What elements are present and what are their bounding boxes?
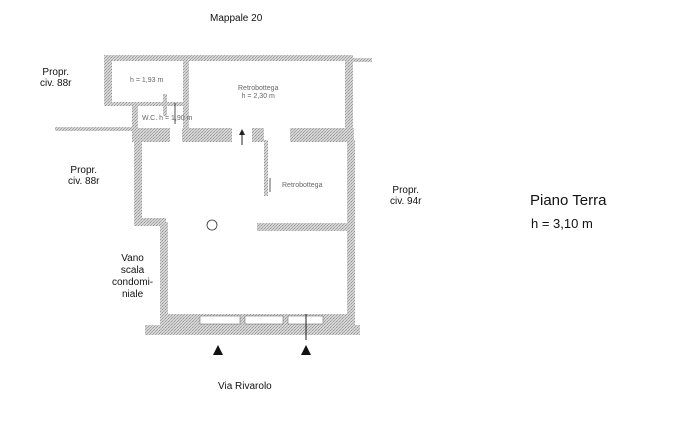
- bottom-street-label: Via Rivarolo: [218, 381, 272, 392]
- left-notch: [134, 218, 166, 226]
- small-room-height: h = 1,93 m: [130, 77, 164, 84]
- lower-left-wall-upper: [134, 140, 142, 223]
- entrance-arrow-right: [301, 345, 311, 355]
- floor-title: Piano Terra: [530, 192, 607, 209]
- small-room-bottom: [104, 102, 184, 106]
- wc-label: W.C. h = 1,90 m: [142, 115, 192, 123]
- wc-height: h = 1,90 m: [159, 115, 193, 122]
- neighbor-left-line2: civ. 88r: [68, 176, 100, 187]
- lower-left-wall: [160, 222, 168, 330]
- neighbor-right-line1: Propr.: [392, 185, 420, 196]
- stair-line2: scala: [120, 265, 145, 276]
- mid-room-label: Retrobottega: [282, 182, 323, 189]
- column-circle: [206, 219, 218, 231]
- front-window-1: [199, 315, 241, 325]
- stair-label: Vano scala condomi- niale: [112, 253, 153, 301]
- lower-right-wall-upper: [347, 140, 355, 230]
- upper-wall-right: [345, 55, 353, 135]
- middle-wall-a: [132, 128, 170, 142]
- upper-wall-top: [110, 55, 350, 61]
- neighbor-right-line2: civ. 94r: [390, 196, 422, 207]
- wc-wall-left: [132, 102, 138, 134]
- boundary-wall-top-left: [55, 127, 135, 131]
- neighbor-top-left-line2: civ. 88r: [40, 78, 72, 89]
- top-parcel-label: Mappale 20: [210, 13, 263, 24]
- upper-wall-divider: [183, 55, 189, 133]
- right-notch: [257, 223, 355, 231]
- entrance-arrow-left: [213, 345, 223, 355]
- floor-height: h = 3,10 m: [531, 216, 593, 231]
- stair-line4: niale: [122, 289, 144, 300]
- neighbor-left-line1: Propr.: [70, 165, 98, 176]
- lower-right-wall: [347, 225, 355, 330]
- upper-wall-left: [104, 55, 112, 105]
- middle-wall-d: [290, 128, 354, 142]
- street-front-wall: [145, 325, 360, 335]
- partition-wall: [264, 140, 268, 196]
- door-arrow-up: [239, 129, 245, 135]
- wc-name: W.C.: [142, 115, 158, 122]
- front-window-2: [244, 315, 284, 325]
- stair-line1: Vano: [121, 253, 144, 264]
- retro-name: Retrobottega: [238, 85, 279, 92]
- neighbor-left-label: Propr. civ. 88r: [68, 165, 100, 187]
- boundary-wall-top-right: [350, 58, 372, 62]
- wc-wall-mid: [163, 94, 167, 116]
- neighbor-right-label: Propr. civ. 94r: [390, 185, 422, 207]
- retro-label: Retrobottega h = 2,30 m: [238, 85, 278, 101]
- retro-height: h = 2,30 m: [241, 93, 275, 100]
- middle-wall-b: [182, 128, 232, 142]
- stair-line3: condomi-: [112, 277, 154, 288]
- middle-wall-c: [252, 128, 264, 142]
- neighbor-top-left-label: Propr. civ. 88r: [40, 67, 72, 89]
- neighbor-top-left-line1: Propr.: [42, 67, 70, 78]
